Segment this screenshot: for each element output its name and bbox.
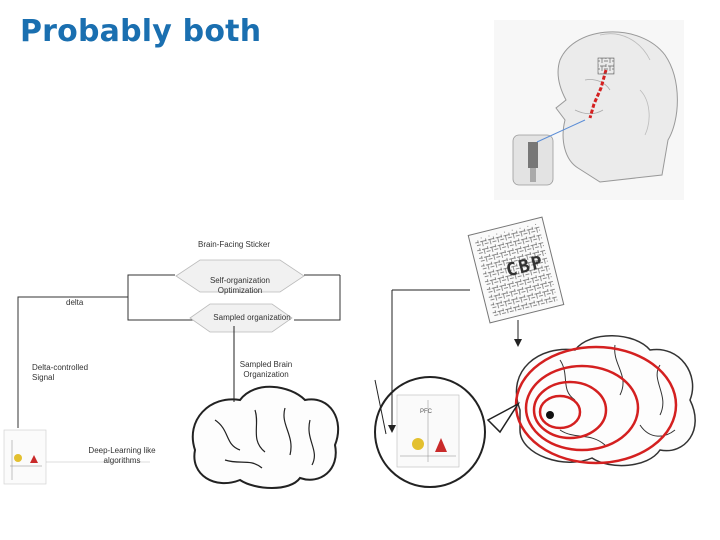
head-sticker-icon <box>597 57 615 75</box>
algorithm-mini-plot <box>3 429 47 485</box>
brain-illustration-left <box>191 385 340 489</box>
cbp-sticker-tile <box>467 216 565 324</box>
head-pathway-marker <box>588 69 608 119</box>
delta-label: delta <box>66 298 84 307</box>
sampled-brain-organization-label: Sampled Brain Organization <box>239 360 293 379</box>
delta-controlled-signal-label: Delta-controlled Signal <box>32 363 89 382</box>
inset-label: PFC <box>420 409 433 415</box>
inset-pointer-line <box>374 379 387 435</box>
delta-signal-line <box>17 296 129 428</box>
self-organization-hexagon <box>175 259 305 293</box>
deep-learning-label: Deep-Learning like algorithms <box>88 446 156 465</box>
sampled-organization-label: Sampled organization <box>213 313 291 322</box>
sampled-organization-hexagon <box>189 303 293 333</box>
brain-facing-sticker-label: Brain-Facing Sticker <box>197 240 271 249</box>
focus-dot <box>546 411 554 419</box>
sampled-org-right-line <box>294 275 341 321</box>
activation-rings <box>514 345 678 465</box>
zoom-inset: PFC <box>374 376 521 488</box>
self-organization-label: Self-organization Optimization <box>209 276 271 295</box>
zoom-callout-pointer <box>486 401 521 434</box>
slide-title: Probably both <box>20 14 262 49</box>
head-sketch-illustration <box>494 20 684 200</box>
